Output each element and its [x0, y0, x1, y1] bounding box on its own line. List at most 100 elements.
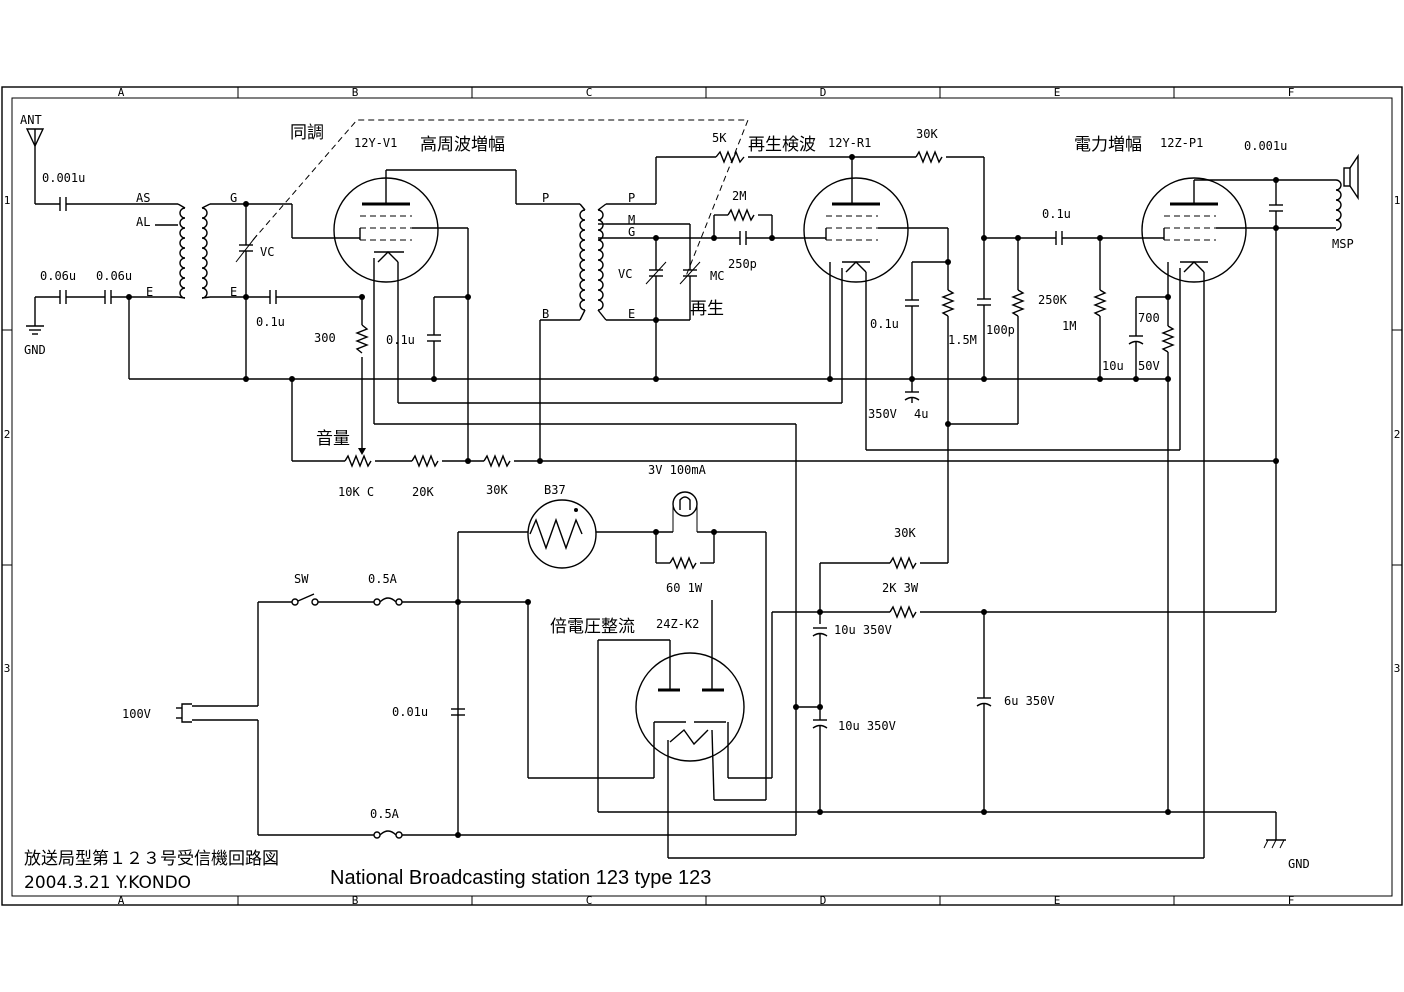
grid-col-a-bottom: A: [118, 894, 125, 907]
grid-row-3-left: 3: [4, 662, 11, 675]
label-r-700: 700: [1138, 311, 1160, 325]
grid-col-a-top: A: [118, 86, 125, 99]
capacitor-006a: [59, 290, 67, 304]
label-c-100p: 100p: [986, 323, 1015, 337]
capacitor-0001: [1269, 204, 1283, 212]
capacitor-10u-350v-b: [812, 719, 828, 729]
label-r-20k: 20K: [412, 485, 434, 499]
label-al: AL: [136, 215, 150, 229]
fuse-1-icon: [373, 597, 403, 606]
label-c-50v: 50V: [1138, 359, 1160, 373]
label-r-15m: 1.5M: [948, 333, 977, 347]
resistor-30k-top: [915, 150, 943, 164]
label-p-in: P: [542, 191, 549, 205]
label-volume: 音量: [316, 429, 350, 449]
label-e-out: E: [628, 307, 635, 321]
grid-row-1-right: 1: [1394, 194, 1401, 207]
grid-col-f-bottom: F: [1288, 894, 1295, 907]
label-r-250k: 250K: [1038, 293, 1068, 307]
label-ant: ANT: [20, 113, 42, 127]
ground-icon: [26, 325, 44, 335]
ground-icon-right: [1263, 839, 1286, 849]
label-c-10u350-a: 10u 350V: [834, 623, 892, 637]
label-g-out: G: [628, 225, 635, 239]
fuse-2-icon: [373, 830, 403, 839]
label-c-0001: 0.001u: [1244, 139, 1287, 153]
grid-row-2-left: 2: [4, 428, 11, 441]
power-switch-icon: [291, 593, 319, 606]
interstage-transformer: [579, 203, 656, 321]
label-r-30k-mid: 30K: [486, 483, 508, 497]
label-tube-v1: 12Y-V1: [354, 136, 397, 150]
label-tube-p1: 12Z-P1: [1160, 136, 1203, 150]
drawing-frame: [1, 86, 1403, 906]
grid-row-3-right: 3: [1394, 662, 1401, 675]
capacitor-01c: [905, 299, 919, 307]
label-mc: MC: [710, 269, 724, 283]
label-rectifier: 倍電圧整流: [550, 617, 635, 637]
grid-col-d-top: D: [820, 86, 827, 99]
resistor-300: [355, 324, 369, 354]
label-r-2k3w: 2K 3W: [882, 581, 919, 595]
input-transformer: [177, 203, 211, 299]
label-c-6u350: 6u 350V: [1004, 694, 1055, 708]
resistor-2k-3w: [889, 605, 917, 619]
label-gnd-left: GND: [24, 343, 46, 357]
label-c-01c: 0.1u: [870, 317, 899, 331]
label-c-006b: 0.06u: [96, 269, 132, 283]
grid-col-f-top: F: [1288, 86, 1295, 99]
label-sw: SW: [294, 572, 309, 586]
ballast-tube: [527, 499, 597, 569]
antenna-section: [25, 128, 362, 379]
label-vc2: VC: [618, 267, 632, 281]
resistor-250k: [1011, 289, 1025, 317]
label-c-01a: 0.1u: [256, 315, 285, 329]
capacitor-350v-4u: [904, 391, 920, 401]
label-lamp: 3V 100mA: [648, 463, 707, 477]
label-c-ant: 0.001u: [42, 171, 85, 185]
label-c-250p: 250p: [728, 257, 757, 271]
grid-col-e-bottom: E: [1054, 894, 1061, 907]
label-r-1m: 1M: [1062, 319, 1076, 333]
resistor-700: [1161, 325, 1175, 353]
label-r-30k-low: 30K: [894, 526, 916, 540]
label-power-amp: 電力増幅: [1074, 135, 1142, 155]
grid-row-2-right: 2: [1394, 428, 1401, 441]
title-date-author: 2004.3.21 Y.KONDO: [24, 873, 191, 893]
label-fuse1: 0.5A: [368, 572, 398, 586]
resistor-30k-mid: [483, 454, 511, 468]
label-c-01b: 0.1u: [386, 333, 415, 347]
component-labels: ANT GND 0.001u AS AL G E E VC 0.06u 0.06…: [20, 113, 1354, 871]
capacitor-10u-50v: [1128, 335, 1144, 345]
resistor-30k-low: [889, 556, 917, 570]
resistor-15m: [941, 289, 955, 317]
grid-labels: A B C D E F A B C D E F 1 2 3 1 2 3: [4, 86, 1401, 907]
grid-col-b-top: B: [352, 86, 359, 99]
label-tube-k2: 24Z-K2: [656, 617, 699, 631]
tube-r1: [803, 177, 948, 450]
label-rf-amp: 高周波増幅: [420, 135, 505, 155]
label-e-left: E: [146, 285, 153, 299]
label-r-10kc: 10K C: [338, 485, 374, 499]
label-c-10u: 10u: [1102, 359, 1124, 373]
label-r-300: 300: [314, 331, 336, 345]
volume-potentiometer: [344, 454, 372, 468]
title-english: National Broadcasting station 123 type 1…: [330, 867, 711, 889]
label-regeneration: 再生: [690, 299, 724, 319]
title-japanese: 放送局型第１２３号受信機回路図: [24, 849, 279, 869]
label-b-in: B: [542, 307, 549, 321]
label-m-out: M: [628, 213, 635, 227]
label-c-350v: 350V: [868, 407, 897, 421]
pilot-lamp-icon: [672, 491, 698, 517]
resistor-5k: [715, 150, 745, 164]
label-c-01d: 0.1u: [1042, 207, 1071, 221]
label-tube-r1: 12Y-R1: [828, 136, 871, 150]
capacitor-ant: [59, 197, 67, 211]
label-ballast: B37: [544, 483, 566, 497]
label-vc1: VC: [260, 245, 274, 259]
antenna-icon: [25, 128, 45, 204]
label-gnd-right: GND: [1288, 857, 1310, 871]
capacitor-100p: [977, 298, 991, 306]
label-r-60: 60 1W: [666, 581, 703, 595]
tube-v1: [333, 170, 468, 424]
